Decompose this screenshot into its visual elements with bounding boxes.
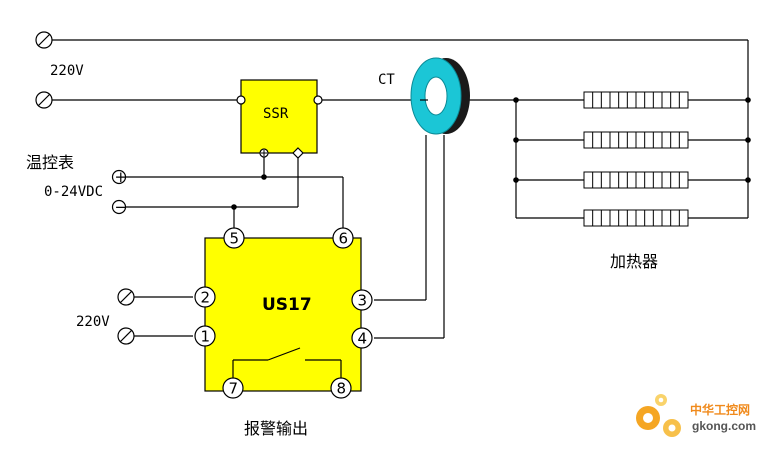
svg-text:5: 5 [230,230,240,248]
terminal-7: 7 [222,377,244,399]
svg-text:8: 8 [337,380,347,398]
controller-name: 温控表 [26,153,74,172]
svg-text:7: 7 [229,380,239,398]
terminal-8: 8 [330,377,352,399]
terminal-4: 4 [351,327,373,349]
module-label: US17 [262,295,312,315]
svg-text:2: 2 [201,289,211,307]
controller-signal: 0-24VDC [44,184,103,200]
minus-terminal: − [111,198,128,216]
terminal-5: 5 [223,227,245,249]
heater-elements [583,91,689,227]
terminal-1: 1 [194,325,216,347]
svg-text:6: 6 [339,230,349,248]
ssr-label: SSR [263,106,289,122]
mains-terminal-bottom [35,91,53,109]
alarm-output-label: 报警输出 [244,419,308,438]
svg-text:1: 1 [201,328,211,346]
module-supply-terminal-a [117,288,135,306]
watermark-url: gkong.com [692,419,756,433]
gear-icon [636,394,681,437]
heater-label: 加热器 [610,252,658,271]
ssr-block [236,79,323,159]
svg-text:+: + [115,168,128,186]
svg-text:3: 3 [358,292,368,310]
terminal-3: 3 [351,289,373,311]
terminal-6: 6 [332,227,354,249]
watermark: 中华工控网 gkong.com [636,394,756,437]
watermark-brand: 中华工控网 [690,402,750,417]
ct-ring [410,57,470,135]
junction-dots [231,97,751,210]
module-supply-terminal-b [117,327,135,345]
ct-label: CT [378,72,395,88]
plus-terminal: + [111,168,128,186]
wires [52,39,749,339]
module-supply-voltage-label: 220V [76,314,110,330]
terminal-2: 2 [194,286,216,308]
svg-text:4: 4 [358,330,368,348]
mains-voltage-label: 220V [50,63,84,79]
svg-text:−: − [115,198,128,216]
mains-terminal-top [35,31,53,49]
us17-module [204,237,362,392]
